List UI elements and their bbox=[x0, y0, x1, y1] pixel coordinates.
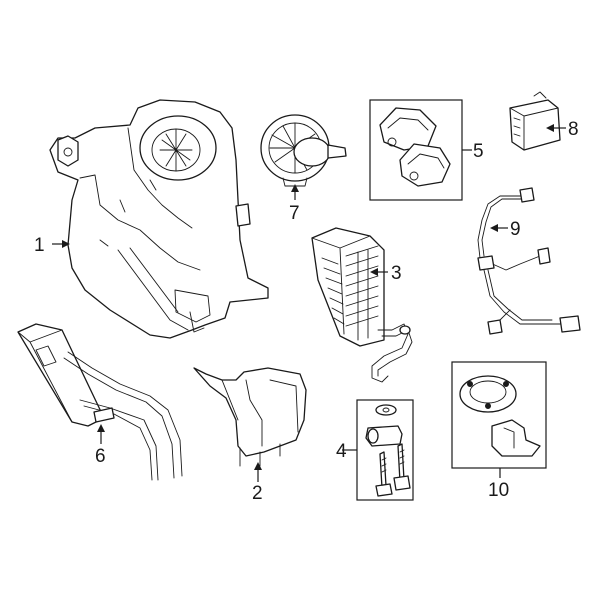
part-1-blower-housing[interactable] bbox=[49, 99, 269, 339]
part-8-control-module[interactable] bbox=[509, 91, 561, 151]
part-10-box bbox=[451, 361, 547, 469]
callout-10: 10 bbox=[488, 480, 509, 501]
callout-7: 7 bbox=[289, 203, 300, 224]
callout-2: 2 bbox=[252, 483, 263, 504]
callout-leaders bbox=[52, 124, 566, 482]
callout-1: 1 bbox=[34, 235, 45, 256]
part-10-parts[interactable] bbox=[459, 375, 541, 457]
callout-9: 9 bbox=[510, 219, 521, 240]
callout-8: 8 bbox=[568, 119, 579, 140]
part-9-wiring-harness[interactable] bbox=[477, 187, 581, 335]
part-6-heater-core-tubes[interactable] bbox=[17, 323, 183, 481]
part-4-sensor-bolts[interactable] bbox=[365, 404, 411, 497]
part-5-actuators[interactable] bbox=[379, 107, 451, 187]
callout-5: 5 bbox=[473, 141, 484, 162]
callout-4: 4 bbox=[336, 441, 347, 462]
callout-6: 6 bbox=[95, 446, 106, 467]
callout-3: 3 bbox=[391, 263, 402, 284]
part-3-heater-core[interactable] bbox=[311, 227, 413, 383]
part-2-duct[interactable] bbox=[193, 367, 307, 467]
part-7-blower-motor[interactable] bbox=[260, 114, 347, 187]
